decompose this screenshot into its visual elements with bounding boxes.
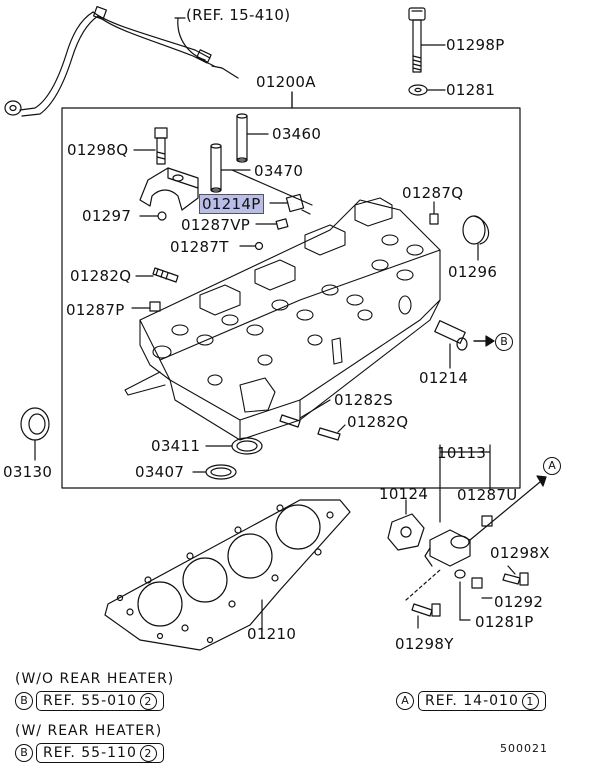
ref-55-110-circle: 2 — [139, 745, 157, 762]
part-03130-label: 03130 — [3, 463, 53, 481]
sleeve-03470 — [210, 143, 251, 193]
part-10113-label: 10113 — [437, 444, 487, 462]
part-01282S-label: 01282S — [334, 391, 394, 409]
sensor-01214 — [434, 320, 468, 369]
part-01287P-label: 01287P — [66, 301, 125, 319]
note-b-marker-1: B — [15, 692, 33, 710]
ref-55-010-circle: 2 — [139, 693, 157, 710]
bolt-01298Q — [133, 127, 168, 165]
part-03470-label: 03470 — [254, 162, 304, 180]
part-01287VP-label: 01287VP — [181, 216, 251, 234]
oil-seal-03130 — [20, 407, 50, 461]
gasket-10124 — [387, 499, 425, 551]
cylinder-head — [124, 197, 441, 441]
ref-14-010-circle: 1 — [521, 693, 539, 710]
part-10124-label: 10124 — [379, 485, 429, 503]
part-01298Q-label: 01298Q — [67, 141, 129, 159]
part-01282Q-left-label: 01282Q — [70, 267, 132, 285]
note-a-marker: A — [396, 692, 414, 710]
part-01298Y-label: 01298Y — [395, 635, 454, 653]
part-01287Q-top-label: 01287Q — [402, 184, 464, 202]
ref-55-010-text: REF. 55-010 — [43, 693, 137, 709]
ref-15-410-label: (REF. 15-410) — [186, 6, 291, 24]
part-03460-label: 03460 — [272, 125, 322, 143]
studs-bottom — [279, 399, 346, 441]
part-01297-label: 01297 — [82, 207, 132, 225]
part-01282Q-bottom-label: 01282Q — [347, 413, 409, 431]
part-01298P-label: 01298P — [446, 36, 505, 54]
part-01281P-label: 01281P — [475, 613, 534, 631]
part-01287U-label: 01287U — [457, 486, 518, 504]
part-01292-label: 01292 — [494, 593, 544, 611]
part-01287T-label: 01287T — [170, 238, 229, 256]
callout-a-marker: A — [543, 457, 561, 475]
part-01296-label: 01296 — [448, 263, 498, 281]
stud-01282Q-left — [135, 267, 179, 283]
water-outlet — [424, 529, 471, 567]
ref-55-110-text: REF. 55-110 — [43, 745, 137, 761]
bolt-01298X — [502, 565, 529, 586]
part-01210-label: 01210 — [247, 625, 297, 643]
head-gasket-01210 — [104, 499, 351, 651]
bearing-cap — [139, 167, 199, 221]
ref-14-010-text: REF. 14-010 — [425, 693, 519, 709]
bolt-01298P — [408, 7, 446, 73]
callout-b-marker: B — [495, 333, 513, 351]
note-wo-rear-heater: (W/O REAR HEATER) — [15, 671, 175, 687]
part-03411-label: 03411 — [151, 437, 201, 455]
ref-top-text: REF. 15-410 — [192, 6, 285, 24]
note-w-rear-heater: (W/ REAR HEATER) — [15, 723, 163, 739]
note-b-marker-2: B — [15, 744, 33, 762]
bolt-01298Y — [411, 603, 441, 629]
part-01281-label: 01281 — [446, 81, 496, 99]
washer-01281 — [408, 84, 428, 96]
assembly-frame — [61, 91, 521, 489]
part-03407-label: 03407 — [135, 463, 185, 481]
seal-03411 — [205, 437, 263, 455]
seal-03407 — [192, 464, 237, 480]
part-01214P-label: 01214P — [199, 194, 264, 214]
cap-01296 — [462, 215, 490, 261]
part-01200A-label: 01200A — [256, 73, 316, 91]
part-01298X-label: 01298X — [490, 544, 550, 562]
sleeve-03460 — [236, 113, 269, 163]
diagram-code: 500021 — [500, 742, 548, 755]
part-01214-label: 01214 — [419, 369, 469, 387]
oil-pipe — [4, 5, 215, 117]
